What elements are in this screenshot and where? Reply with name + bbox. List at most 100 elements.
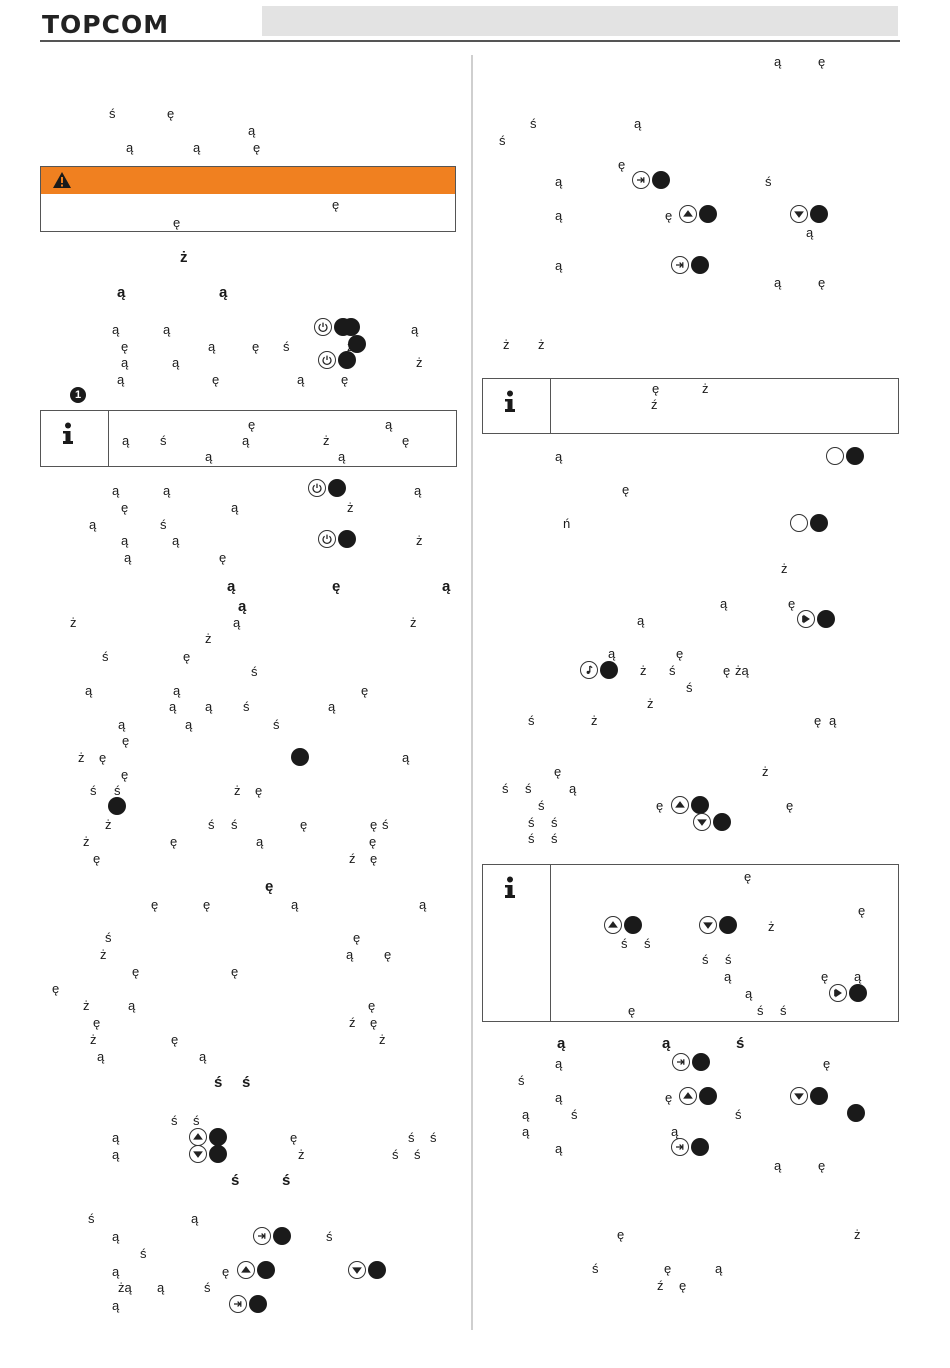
text-fragment: ę [122, 733, 130, 748]
key-dot-icon [719, 916, 737, 934]
step-number-icon: 1 [70, 387, 86, 403]
text-fragment: ę [665, 1090, 673, 1105]
text-fragment: ą [346, 947, 354, 962]
text-fragment: ś [528, 831, 535, 846]
text-fragment: ż [503, 337, 510, 352]
text-fragment: ś [160, 433, 167, 448]
text-fragment: ę [183, 649, 191, 664]
text-fragment: ę [132, 964, 140, 979]
text-fragment: ą [157, 1280, 165, 1295]
text-fragment: ś [105, 930, 112, 945]
text-fragment: ę [332, 197, 340, 212]
enter-key-icon [632, 171, 650, 189]
text-fragment: ą [385, 417, 393, 432]
text-fragment: ś [160, 517, 167, 532]
text-fragment: ę [290, 1130, 298, 1145]
text-fragment: ś [408, 1130, 415, 1145]
text-fragment: żą [118, 1280, 132, 1295]
text-fragment: ą [163, 483, 171, 498]
text-fragment: ś [392, 1147, 399, 1162]
text-fragment: ę [121, 767, 129, 782]
text-fragment: ż [647, 696, 654, 711]
text-fragment: ą [172, 355, 180, 370]
text-fragment: ś [382, 817, 389, 832]
text-fragment: ż [410, 615, 417, 630]
text-fragment: ś [430, 1130, 437, 1145]
text-fragment: ę [814, 713, 822, 728]
key-dot-icon [817, 610, 835, 628]
text-fragment: ś [757, 1003, 764, 1018]
text-fragment: ś [702, 952, 709, 967]
warning-box [40, 166, 456, 232]
text-fragment: ś [231, 817, 238, 832]
text-fragment: ę [219, 550, 227, 565]
text-fragment: ż [83, 834, 90, 849]
text-fragment: ś [551, 815, 558, 830]
key-dot-icon [810, 205, 828, 223]
text-fragment: ą [89, 517, 97, 532]
text-fragment: ś [736, 1035, 745, 1052]
key-dot-icon [209, 1145, 227, 1163]
text-fragment: ę [617, 1227, 625, 1242]
text-fragment: ą [112, 1229, 120, 1244]
text-fragment: ś [528, 713, 535, 728]
info-icon [505, 390, 515, 412]
text-fragment: ą [829, 713, 837, 728]
text-fragment: ę [370, 851, 378, 866]
text-fragment: ś [326, 1229, 333, 1244]
text-fragment: ą [419, 897, 427, 912]
text-fragment: ą [720, 596, 728, 611]
key-dot-icon [328, 479, 346, 497]
text-fragment: ź [349, 851, 356, 866]
text-fragment: ż [781, 561, 788, 576]
text-fragment: ą [112, 1147, 120, 1162]
topcom-logo: TOPCOM [42, 10, 170, 39]
text-fragment: ś [669, 663, 676, 678]
key-dot-icon [652, 171, 670, 189]
text-fragment: ę [744, 869, 752, 884]
info-icon [505, 876, 515, 898]
text-fragment: ś [528, 815, 535, 830]
text-fragment: ż [83, 998, 90, 1013]
text-fragment: ś [518, 1073, 525, 1088]
text-fragment: ż [180, 249, 188, 266]
key-dot-icon [338, 351, 356, 369]
text-fragment: ż [205, 631, 212, 646]
text-fragment: ą [608, 646, 616, 661]
text-fragment: ą [112, 483, 120, 498]
text-fragment: ę [652, 381, 660, 396]
power-key-icon [308, 479, 326, 497]
key-dot-icon [273, 1227, 291, 1245]
text-fragment: ą [522, 1107, 530, 1122]
text-fragment: ż [347, 500, 354, 515]
text-fragment: ą [291, 897, 299, 912]
text-fragment: ą [557, 1035, 566, 1052]
text-fragment: ż [702, 381, 709, 396]
text-fragment: ę [679, 1278, 687, 1293]
text-fragment: ą [208, 339, 216, 354]
text-fragment: ą [806, 225, 814, 240]
text-fragment: ś [530, 116, 537, 131]
key-dot-icon [846, 447, 864, 465]
key-dot-icon [342, 318, 360, 336]
text-fragment: ś [571, 1107, 578, 1122]
play-key-icon [829, 984, 847, 1002]
key-dot-icon [790, 514, 808, 532]
text-fragment: ę [622, 482, 630, 497]
text-fragment: ę [341, 372, 349, 387]
text-fragment: ę [618, 157, 626, 172]
text-fragment: ą [118, 717, 126, 732]
text-fragment: ą [97, 1049, 105, 1064]
text-fragment: ą [117, 284, 126, 301]
text-fragment: ś [114, 783, 121, 798]
text-fragment: ą [233, 615, 241, 630]
text-fragment: ę [121, 500, 129, 515]
up-key-icon [679, 205, 697, 223]
text-fragment: ę [370, 817, 378, 832]
text-fragment: ą [522, 1124, 530, 1139]
text-fragment: ę [676, 646, 684, 661]
text-fragment: ź [651, 397, 658, 412]
info-divider [550, 864, 551, 1022]
text-fragment: ż [78, 750, 85, 765]
text-fragment: ś [538, 798, 545, 813]
